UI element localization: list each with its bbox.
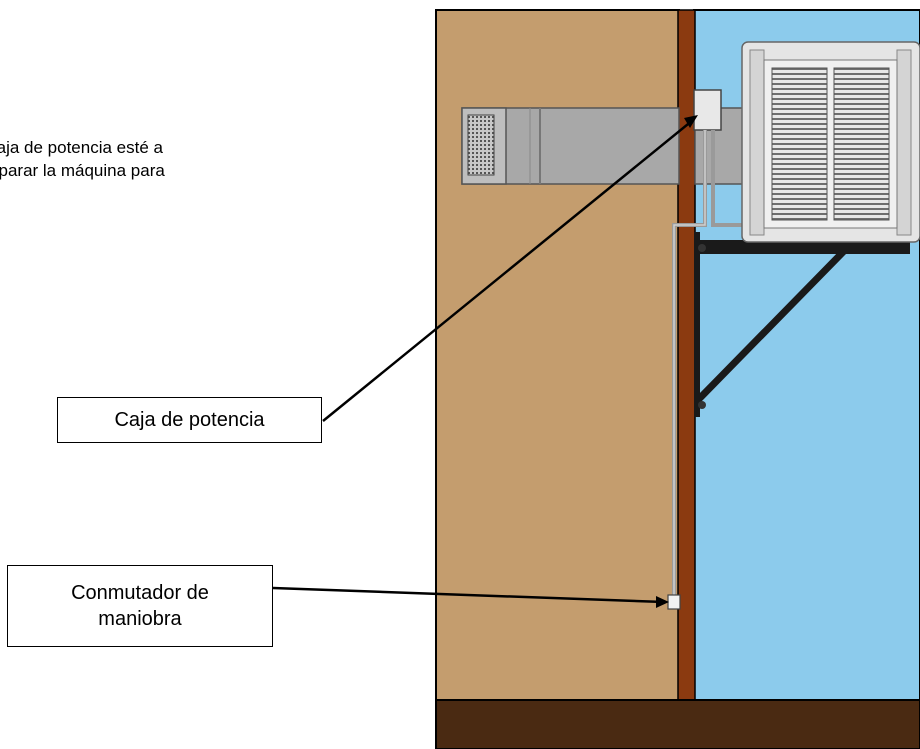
power-box-label-text: Caja de potencia (114, 408, 265, 431)
conduit (672, 130, 742, 598)
intro-text: e la caja de potencia esté a rmite parar… (0, 138, 165, 180)
mounting-bracket (694, 232, 910, 417)
power-box-label: Caja de potencia (57, 397, 322, 443)
duct-vent-grille (467, 114, 495, 176)
floor (435, 699, 920, 749)
evaporative-cooler (741, 41, 920, 243)
arrow-power-box (322, 115, 698, 422)
switch-label: Conmutador de maniobra (7, 565, 273, 647)
switch-label-text: Conmutador de maniobra (71, 582, 209, 630)
power-box (693, 89, 722, 131)
maneuver-switch (667, 594, 681, 610)
arrow-switch (272, 586, 669, 608)
